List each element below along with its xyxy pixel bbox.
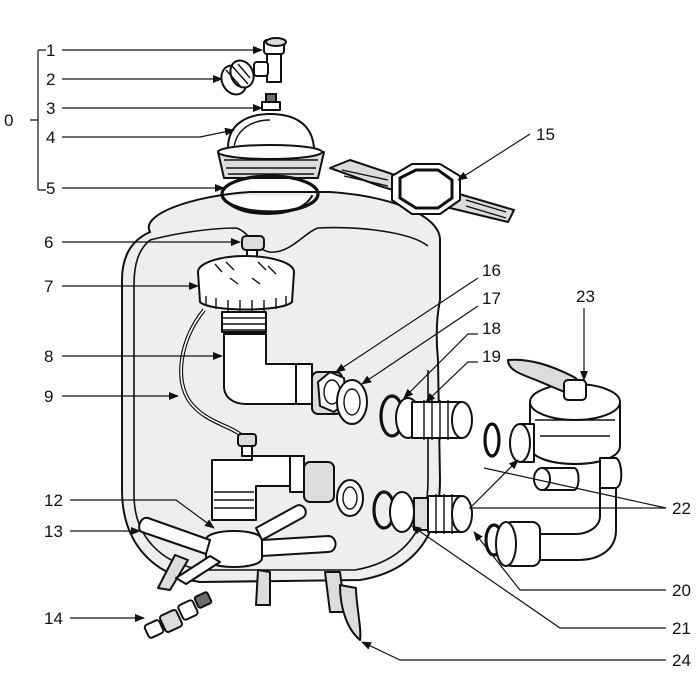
callout-15: 15 — [536, 125, 555, 144]
callout-20: 20 — [672, 581, 691, 600]
callout-7: 7 — [44, 277, 53, 296]
union-connector — [484, 521, 541, 567]
leader-lines — [30, 46, 667, 661]
multiport-valve — [483, 358, 623, 561]
callout-labels: 0 1 2 3 4 5 6 7 8 9 12 13 14 15 16 17 18… — [4, 41, 691, 670]
callout-13: 13 — [44, 522, 63, 541]
lower-port-fittings — [372, 490, 473, 534]
callout-24: 24 — [672, 651, 691, 670]
callout-21: 21 — [672, 619, 691, 638]
callout-8: 8 — [44, 347, 53, 366]
callout-3: 3 — [46, 99, 55, 118]
lower-collector — [138, 455, 364, 585]
callout-23: 23 — [576, 287, 595, 306]
callout-5: 5 — [46, 179, 55, 198]
callout-0: 0 — [4, 111, 13, 130]
drain-fitting — [143, 591, 213, 639]
support-legs — [157, 554, 362, 641]
drain-leg — [339, 584, 362, 641]
callout-9: 9 — [44, 387, 53, 406]
callout-16: 16 — [482, 261, 501, 280]
top-assembly — [217, 37, 325, 214]
callout-14: 14 — [44, 609, 63, 628]
callout-17: 17 — [482, 289, 501, 308]
callout-19: 19 — [482, 347, 501, 366]
lid-wrench — [329, 159, 515, 223]
callout-2: 2 — [46, 70, 55, 89]
callout-12: 12 — [44, 491, 63, 510]
callout-4: 4 — [46, 128, 55, 147]
callout-22: 22 — [672, 499, 691, 518]
callout-18: 18 — [482, 319, 501, 338]
callout-6: 6 — [44, 233, 53, 252]
callout-1: 1 — [46, 41, 55, 60]
